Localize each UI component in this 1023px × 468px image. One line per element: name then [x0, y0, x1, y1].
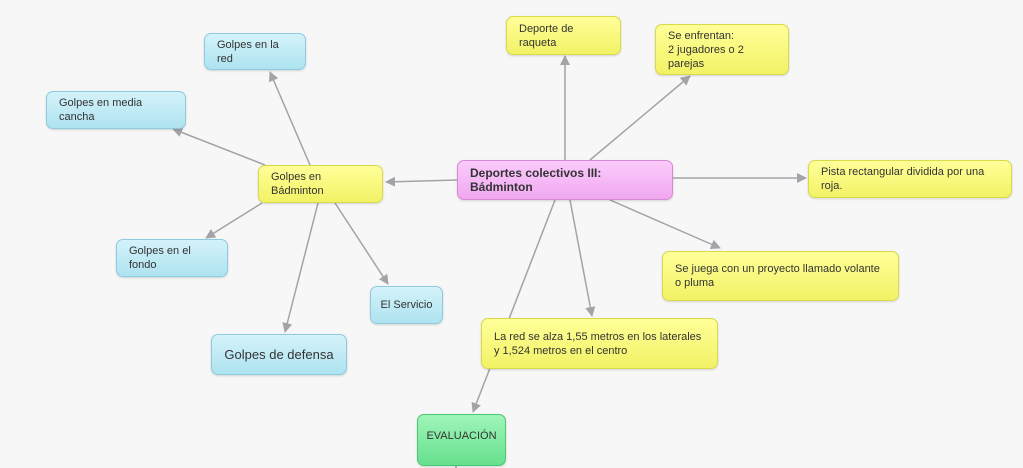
node-label: Pista rectangular dividida por una roja. — [821, 166, 985, 192]
node-label: EVALUACIÓN — [426, 430, 497, 442]
edge-red — [569, 199, 596, 317]
node-label: La red se alza 1,55 metros en los latera… — [494, 330, 702, 357]
node-red[interactable]: La red se alza 1,55 metros en los latera… — [481, 318, 718, 369]
edge-evaluacion — [471, 199, 556, 413]
edge-servicio — [334, 202, 389, 285]
node-evaluacion[interactable]: EVALUACIÓN — [417, 414, 506, 466]
node-label: Golpes en el fondo — [129, 245, 191, 271]
node-servicio[interactable]: El Servicio — [370, 286, 443, 324]
node-label: El Servicio — [380, 299, 433, 311]
node-golpes[interactable]: Golpes en Bádminton — [258, 165, 383, 203]
node-enfrentan[interactable]: Se enfrentan:2 jugadores o 2 parejas — [655, 24, 789, 75]
node-label: Deporte de raqueta — [519, 22, 574, 49]
node-raqueta[interactable]: Deporte de raqueta — [506, 16, 621, 55]
node-pista[interactable]: Pista rectangular dividida por una roja. — [808, 160, 1012, 198]
node-volante[interactable]: Se juega con un proyecto llamado volante… — [662, 251, 899, 301]
edge-enfrentan — [589, 75, 691, 161]
node-label: Se juega con un proyecto llamado volante… — [675, 263, 880, 289]
edge-golpes-fondo — [205, 202, 263, 239]
edge-golpes — [385, 176, 458, 187]
root-label: Deportes colectivos III: Bádminton — [470, 166, 602, 194]
node-label: 2 jugadores o 2 parejas — [668, 43, 744, 70]
node-golpes-fondo[interactable]: Golpes en el fondo — [116, 239, 228, 277]
node-label: Se enfrentan: — [668, 29, 735, 42]
node-defensa[interactable]: Golpes de defensa — [211, 334, 347, 375]
node-label: Golpes de defensa — [224, 346, 334, 362]
edge-golpes-media — [172, 127, 266, 166]
root-node[interactable]: Deportes colectivos III: Bádminton — [457, 160, 673, 200]
node-golpes-red[interactable]: Golpes en la red — [204, 33, 306, 70]
node-label: Golpes en media cancha — [59, 97, 143, 123]
node-label: Golpes en la red — [217, 38, 279, 65]
node-golpes-media[interactable]: Golpes en media cancha — [46, 91, 186, 129]
edge-volante — [609, 199, 721, 249]
edge-defensa — [282, 202, 319, 333]
edge-golpes-red — [268, 71, 311, 166]
node-label: Golpes en Bádminton — [271, 171, 324, 197]
